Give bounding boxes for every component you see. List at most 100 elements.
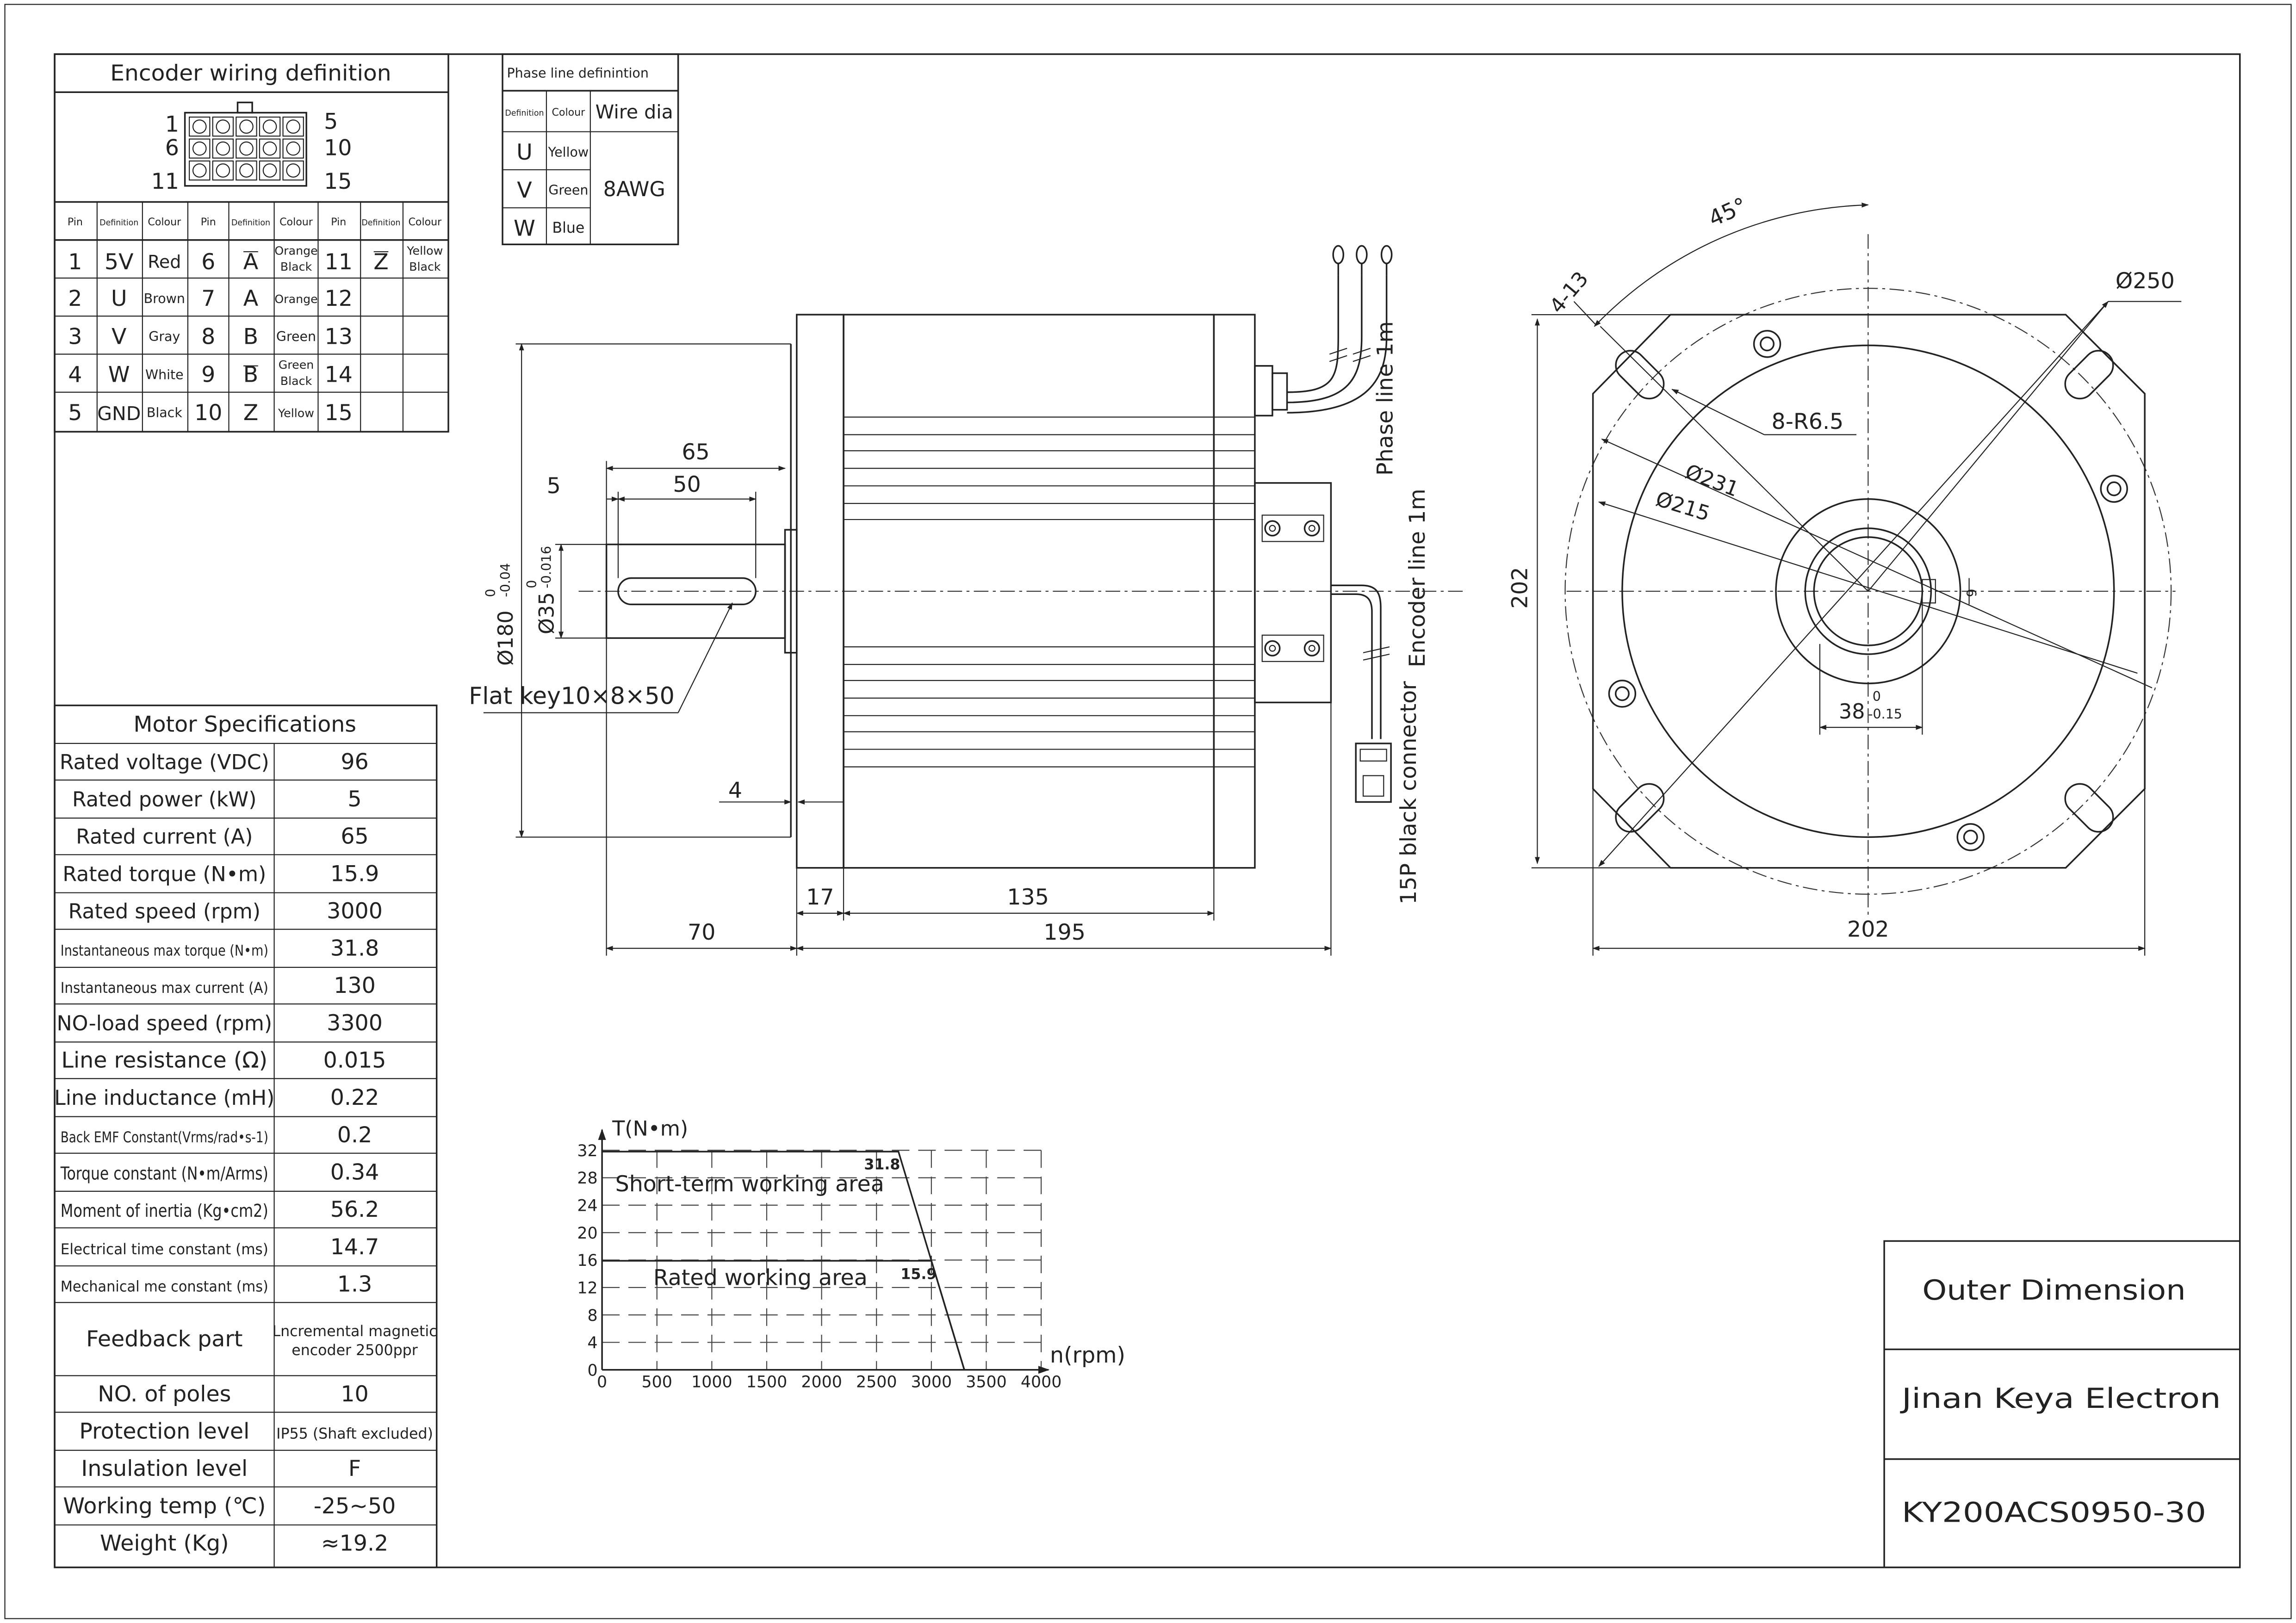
spec-value: 0.015 <box>323 1048 386 1073</box>
spec-value: 0.34 <box>330 1160 379 1185</box>
spec-label: NO-load speed (rpm) <box>57 1012 273 1035</box>
motor-side-view: 65 5 50 4 17 135 70 195 Ø180 0 -0.04 Ø35… <box>469 245 1464 956</box>
chart-x-tick: 2500 <box>856 1373 897 1392</box>
spec-label: Working temp (℃) <box>63 1493 266 1519</box>
chart-area-rated: Rated working area <box>653 1265 868 1290</box>
chart-annotation-rated: 15.9 <box>900 1266 937 1283</box>
spec-label: Line inductance (mH) <box>54 1086 274 1110</box>
dim-d180-tol-up: 0 <box>483 588 498 597</box>
spec-value: F <box>348 1456 361 1481</box>
chart-x-tick: 1000 <box>691 1373 732 1392</box>
connector-num-6: 6 <box>165 135 179 161</box>
enc-r3-def2: B <box>243 324 259 349</box>
phase-w-colour: Blue <box>552 220 584 236</box>
spec-value: 96 <box>341 749 368 774</box>
dim-4-13: 4-13 <box>1545 267 1593 318</box>
dim-45-deg: 45° <box>1705 193 1751 232</box>
chart-x-tick: 3000 <box>911 1373 952 1392</box>
connector-num-1: 1 <box>165 112 179 137</box>
chart-x-tick: 500 <box>642 1373 672 1392</box>
spec-value: ≈19.2 <box>321 1530 388 1556</box>
encoder-wiring-table: Encoder wiring definition 1 6 11 5 10 15… <box>54 53 449 433</box>
outer-border <box>4 4 2292 1619</box>
chart-x-tick: 1500 <box>746 1373 788 1392</box>
dim-50: 50 <box>673 472 701 497</box>
enc-r5-colour: Black <box>147 405 183 421</box>
dim-d231: Ø231 <box>1682 460 1742 502</box>
flat-key-label: Flat key10×8×50 <box>469 682 675 710</box>
chart-y-tick: 24 <box>577 1197 597 1215</box>
key-slot <box>617 577 757 606</box>
chart-y-tick: 4 <box>587 1334 597 1352</box>
phase-v-colour: Green <box>548 183 588 198</box>
dim-h202: 202 <box>1507 567 1533 609</box>
enc-r5-colour2: Yellow <box>278 407 314 420</box>
dim-d35: Ø35 <box>535 592 559 634</box>
dim-d35-tol-up: 0 <box>524 580 540 588</box>
dim-5: 5 <box>547 473 561 499</box>
spec-label: Back EMF Constant(Vrms/rad•s-1) <box>61 1129 268 1146</box>
spec-value: 0.22 <box>330 1085 379 1110</box>
enc-r3-pin3: 13 <box>325 324 353 349</box>
motor-front-view: 45° 4-13 Ø250 8-R6.5 Ø231 Ø215 202 202 9… <box>1507 193 2182 956</box>
spec-value: 15.9 <box>330 861 379 886</box>
dim-d38-tol-up: 0 <box>1873 689 1881 704</box>
phase-header-definition: Definition <box>505 109 544 118</box>
spec-label: Rated power (kW) <box>72 788 257 812</box>
spec-label: Feedback part <box>86 1326 242 1352</box>
enc-r1-pin: 1 <box>68 249 82 275</box>
dim-17: 17 <box>806 885 834 910</box>
dim-d180-tol-low: -0.04 <box>498 563 513 597</box>
spec-label: Rated speed (rpm) <box>68 900 261 923</box>
phase-wire-dia: 8AWG <box>603 178 665 201</box>
spec-value: -25~50 <box>314 1493 396 1519</box>
enc-r2-def: U <box>111 286 127 311</box>
dim-d250: Ø250 <box>2116 268 2175 294</box>
chart-y-tick: 28 <box>577 1169 597 1188</box>
spec-value: 10 <box>341 1381 368 1407</box>
enc-header-pin-3: Pin <box>331 216 346 228</box>
dim-w202: 202 <box>1847 917 1889 942</box>
chart-x-label: n(rpm) <box>1050 1343 1125 1368</box>
spec-value: 14.7 <box>330 1234 379 1260</box>
spec-label: Rated current (A) <box>76 825 253 849</box>
spec-value: 130 <box>334 973 376 998</box>
title-company: Jinan Keya Electron <box>1899 1382 2221 1415</box>
chart-annotation-peak: 31.8 <box>864 1156 900 1173</box>
enc-r4-pin2: 9 <box>201 362 215 388</box>
spec-label: Torque constant (N•m/Arms) <box>60 1164 268 1184</box>
spec-value: 3000 <box>327 898 383 924</box>
chart-x-tick: 2000 <box>801 1373 842 1392</box>
phase-table-title: Phase line definintion <box>507 66 649 81</box>
enc-r4-def: W <box>108 362 130 388</box>
phase-w-def: W <box>514 216 535 241</box>
enc-r5-def: GND <box>97 403 141 425</box>
motor-specs-table: Motor Specifications Rated voltage (VDC)… <box>54 704 438 1568</box>
dim-d215: Ø215 <box>1653 487 1713 526</box>
spec-label: Line resistance (Ω) <box>62 1048 268 1073</box>
chart-area-short-term: Short-term working area <box>615 1171 884 1197</box>
spec-label: Protection level <box>79 1419 249 1444</box>
enc-header-colour-2: Colour <box>279 216 313 228</box>
spec-label: Instantaneous max current (A) <box>61 980 268 997</box>
enc-r3-colour: Gray <box>149 329 180 344</box>
enc-r3-pin2: 8 <box>201 324 215 349</box>
connector-num-11: 11 <box>151 169 179 194</box>
enc-header-pin-1: Pin <box>68 216 83 228</box>
chart-x-tick: 3500 <box>966 1373 1007 1392</box>
enc-r1-def: 5V <box>105 249 134 275</box>
enc-header-def-2: Definition <box>231 218 270 228</box>
spec-label: Insulation level <box>81 1456 248 1481</box>
connector-num-15: 15 <box>324 169 352 194</box>
drawing-frame <box>54 53 2241 1568</box>
spec-label: Rated voltage (VDC) <box>60 750 269 774</box>
chart-y-tick: 16 <box>577 1251 597 1270</box>
enc-r2-pin: 2 <box>68 286 82 311</box>
chart-x-tick: 4000 <box>1021 1373 1062 1392</box>
encoder-table-title: Encoder wiring definition <box>110 61 391 86</box>
spec-label: Rated torque (N•m) <box>62 862 266 886</box>
